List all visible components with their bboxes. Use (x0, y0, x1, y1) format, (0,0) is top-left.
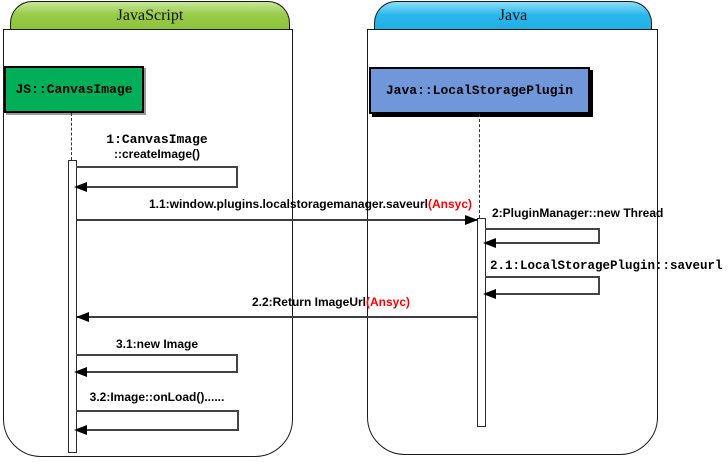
arrowhead-left-icon (74, 425, 87, 435)
message-label-2-1-saveurl: 2.1:LocalStoragePlugin::saveurl (490, 259, 723, 273)
lifeline-java (479, 114, 480, 218)
message-2-2-async-tag: (Ansyc) (365, 295, 410, 309)
message-2-2-text: 2.2:Return ImageUrl (251, 295, 366, 309)
object-canvasimage-label: JS::CanvasImage (15, 82, 133, 97)
arrowhead-right-icon (465, 215, 478, 225)
message-1-1-async-tag: (Ansyc) (427, 197, 472, 211)
message-3-2-text: 3.2:Image::onLoad()...... (89, 390, 225, 404)
self-message-arrow-3-1 (74, 354, 238, 377)
message-1-line1: 1:CanvasImage (106, 132, 208, 147)
lifeline-javascript (71, 113, 72, 160)
self-message-arrow-1 (74, 166, 238, 192)
self-message-arrow-2 (483, 228, 600, 248)
self-message-arrow-2-1 (483, 276, 600, 299)
message-label-3-2-onload: 3.2:Image::onLoad()...... (76, 390, 238, 404)
frame-java-title: Java (498, 6, 528, 24)
frame-javascript-title: JavaScript (116, 6, 184, 24)
arrowhead-left-icon (483, 238, 496, 248)
message-2-text: 2:PluginManager::new Thread (492, 206, 664, 220)
object-localstorageplugin-label: Java::LocalStoragePlugin (385, 83, 574, 98)
message-2-1-text: 2.1:LocalStoragePlugin::saveurl (490, 259, 723, 273)
message-label-2-2-return: 2.2:Return ImageUrl(Ansyc) (76, 295, 410, 309)
activation-bar-java (477, 218, 486, 427)
message-label-1-createimage: 1:CanvasImage ::createImage() (76, 132, 238, 162)
arrowhead-left-icon (76, 312, 89, 322)
message-1-line2: ::createImage() (113, 147, 201, 161)
frame-java-header: Java (374, 1, 652, 29)
message-1-1-text: 1.1:window.plugins.localstoragemanager.s… (149, 197, 428, 211)
arrowhead-left-icon (74, 367, 87, 377)
activation-bar-javascript (68, 160, 77, 453)
arrowhead-left-icon (74, 182, 87, 192)
object-box-localstorageplugin: Java::LocalStoragePlugin (369, 67, 590, 114)
object-box-canvasimage: JS::CanvasImage (4, 66, 144, 113)
message-label-1-1-saveurl: 1.1:window.plugins.localstoragemanager.s… (76, 197, 472, 211)
self-message-arrow-3-2 (74, 410, 239, 435)
message-label-2-newthread: 2:PluginManager::new Thread (492, 206, 663, 220)
message-arrow-2-2 (76, 312, 477, 322)
message-label-3-1-newimage: 3.1:new Image (76, 337, 238, 351)
message-arrow-1-1 (77, 215, 478, 225)
message-3-1-text: 3.1:new Image (115, 337, 199, 351)
frame-javascript-header: JavaScript (10, 1, 290, 29)
arrowhead-left-icon (483, 289, 496, 299)
